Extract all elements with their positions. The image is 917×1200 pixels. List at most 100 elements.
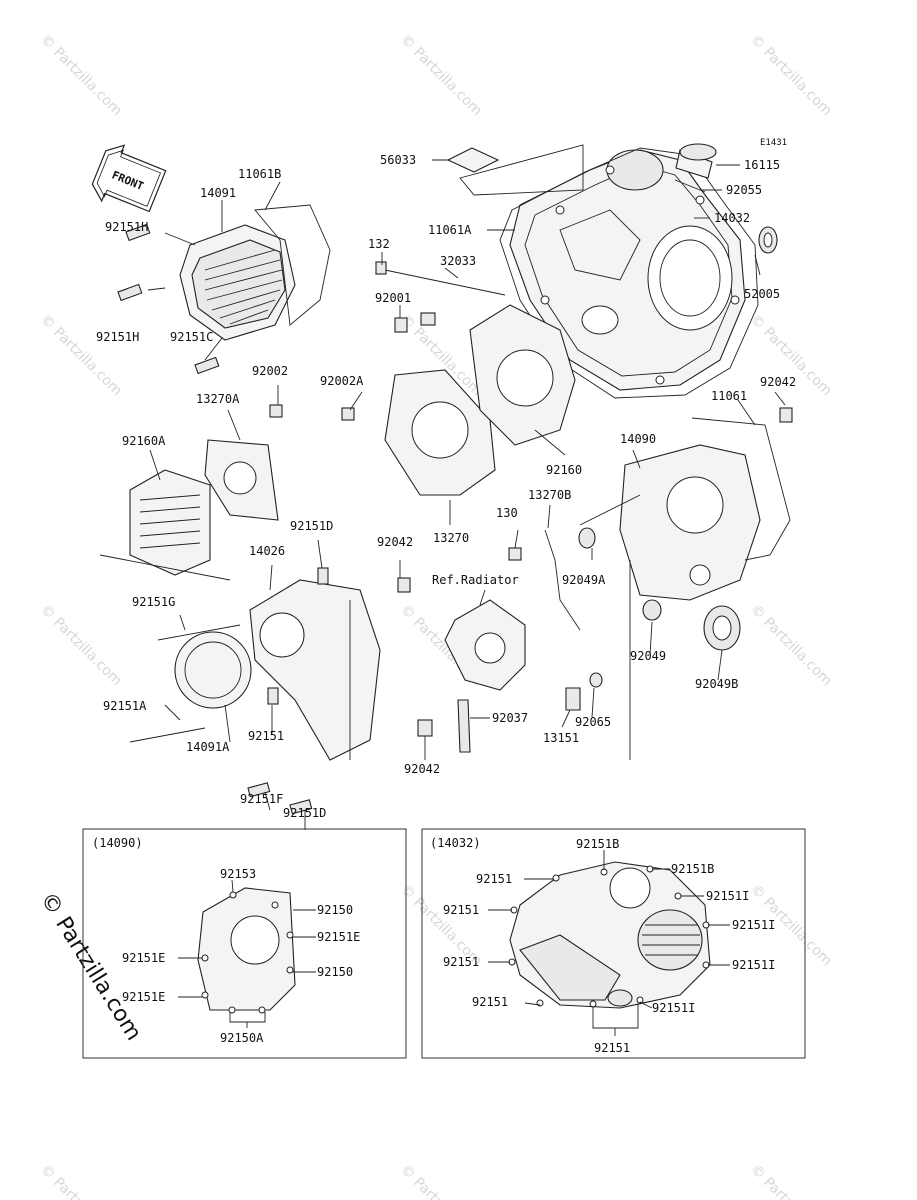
bolt-92151G: [157, 624, 241, 641]
part-label: 56033: [380, 153, 416, 167]
bolt-92151F: [247, 782, 271, 798]
part-label: 92002: [252, 364, 288, 378]
part-label: 92151G: [132, 595, 175, 609]
part-label: 11061B: [238, 167, 281, 181]
radiator-housing: [444, 599, 526, 691]
part-label: 11061: [711, 389, 747, 403]
cover-14091: [179, 224, 296, 341]
cover-92160: [469, 304, 576, 446]
bracket-13270B: [544, 529, 581, 631]
watermark-vertical: © Partzilla.com: [35, 888, 146, 1045]
watermark: © Partzilla.com: [37, 602, 125, 690]
part-label: 92151A: [103, 699, 147, 713]
bolt-92002A: [341, 407, 355, 421]
inset-label: 92151E: [122, 990, 165, 1004]
inset-label: 92151: [443, 955, 479, 969]
part-label: 92151C: [170, 330, 213, 344]
inset-label: 92151I: [652, 1001, 695, 1015]
cap-16115: [675, 143, 717, 179]
inset-label: 92150: [317, 903, 353, 917]
part-label: 92042: [377, 535, 413, 549]
bolt-130: [508, 547, 522, 561]
part-label: 13270A: [196, 392, 240, 406]
part-label: 92151D: [290, 519, 333, 533]
inset-label: 92151I: [732, 958, 775, 972]
inset-label: 92151: [594, 1041, 630, 1055]
bolt-92042: [779, 407, 793, 423]
part-label: 92049: [630, 649, 666, 663]
part-label: 92049A: [562, 573, 606, 587]
inset-label: 92151B: [576, 837, 619, 851]
cover-13270: [384, 369, 496, 496]
collar: [420, 312, 436, 326]
inset-title: (14032): [430, 836, 481, 850]
part-label: 14091A: [186, 740, 230, 754]
watermark: © Partzilla.com: [397, 1162, 485, 1200]
watermark: © Partzilla.com: [37, 312, 125, 400]
part-label: 92151H: [105, 220, 148, 234]
part-label: 92037: [492, 711, 528, 725]
inset-label: 92151: [443, 903, 479, 917]
part-label: 13151: [543, 731, 579, 745]
inset-label: 92150: [317, 965, 353, 979]
part-label: Ref.Radiator: [432, 573, 519, 587]
stud-32033: [384, 269, 506, 296]
watermark: © Partzilla.com: [37, 1162, 125, 1200]
inset-label: 92150A: [220, 1031, 264, 1045]
front-arrow-icon: FRONT: [91, 144, 167, 213]
bolt-92151: [267, 687, 279, 705]
inset-14090: (14090) 92153 92150 92151E 92151E 92150 …: [82, 828, 407, 1059]
part-label: 92151H: [96, 330, 139, 344]
part-label: 11061A: [428, 223, 472, 237]
gasket-11061A: [499, 147, 759, 399]
bolt-92001: [394, 317, 408, 333]
cover-14090: [619, 444, 761, 601]
part-label: 92151D: [283, 806, 326, 820]
bolt-92002: [269, 404, 283, 418]
seal-52005: [758, 226, 778, 254]
inset-label: 92151B: [671, 862, 714, 876]
part-label: 52005: [744, 287, 780, 301]
part-label: 92151F: [240, 792, 283, 806]
clutch-cover-14032: [509, 149, 746, 391]
part-label: 92042: [760, 375, 796, 389]
part-label: 13270B: [528, 488, 571, 502]
part-label: 92151: [248, 729, 284, 743]
part-label: 92160A: [122, 434, 166, 448]
inset-label: 92151: [476, 872, 512, 886]
diagram-code: E1431: [760, 138, 787, 148]
bolt-92151H: [117, 283, 143, 302]
part-label: 92042: [404, 762, 440, 776]
inset-label: 92151: [472, 995, 508, 1009]
part-labels: 56033 16115 92055 14032 11061A 52005 132…: [96, 153, 796, 820]
inset-title: (14090): [92, 836, 143, 850]
inset-14032: (14032) 92151B 92151B 92151 92151I 92151…: [421, 828, 806, 1059]
bolt-92151H: [125, 223, 151, 242]
leader-lines: [99, 159, 786, 830]
part-label: 14091: [200, 186, 236, 200]
inset-label: 92151I: [732, 918, 775, 932]
part-label: 92049B: [695, 677, 738, 691]
part-label: 92002A: [320, 374, 364, 388]
part-label: 92065: [575, 715, 611, 729]
inset-label: 92151E: [122, 951, 165, 965]
housing-14026: [249, 579, 381, 761]
seal-92049B: [703, 605, 741, 651]
part-label: 92055: [726, 183, 762, 197]
bolt-92151A: [129, 727, 206, 743]
watermark: © Partzilla.com: [37, 32, 125, 120]
part-label: 130: [496, 506, 518, 520]
sender-13151: [565, 687, 581, 711]
bolt-92042: [397, 577, 411, 593]
gasket-11061B: [254, 204, 331, 326]
part-label: 92160: [546, 463, 582, 477]
part-label: 16115: [744, 158, 780, 172]
part-label: 13270: [433, 531, 469, 545]
bolt-92151D: [317, 567, 329, 585]
inset-label: 92153: [220, 867, 256, 881]
watermark: © Partzilla.com: [747, 32, 835, 120]
part-label: 132: [368, 237, 390, 251]
seal-92049A: [578, 527, 596, 549]
